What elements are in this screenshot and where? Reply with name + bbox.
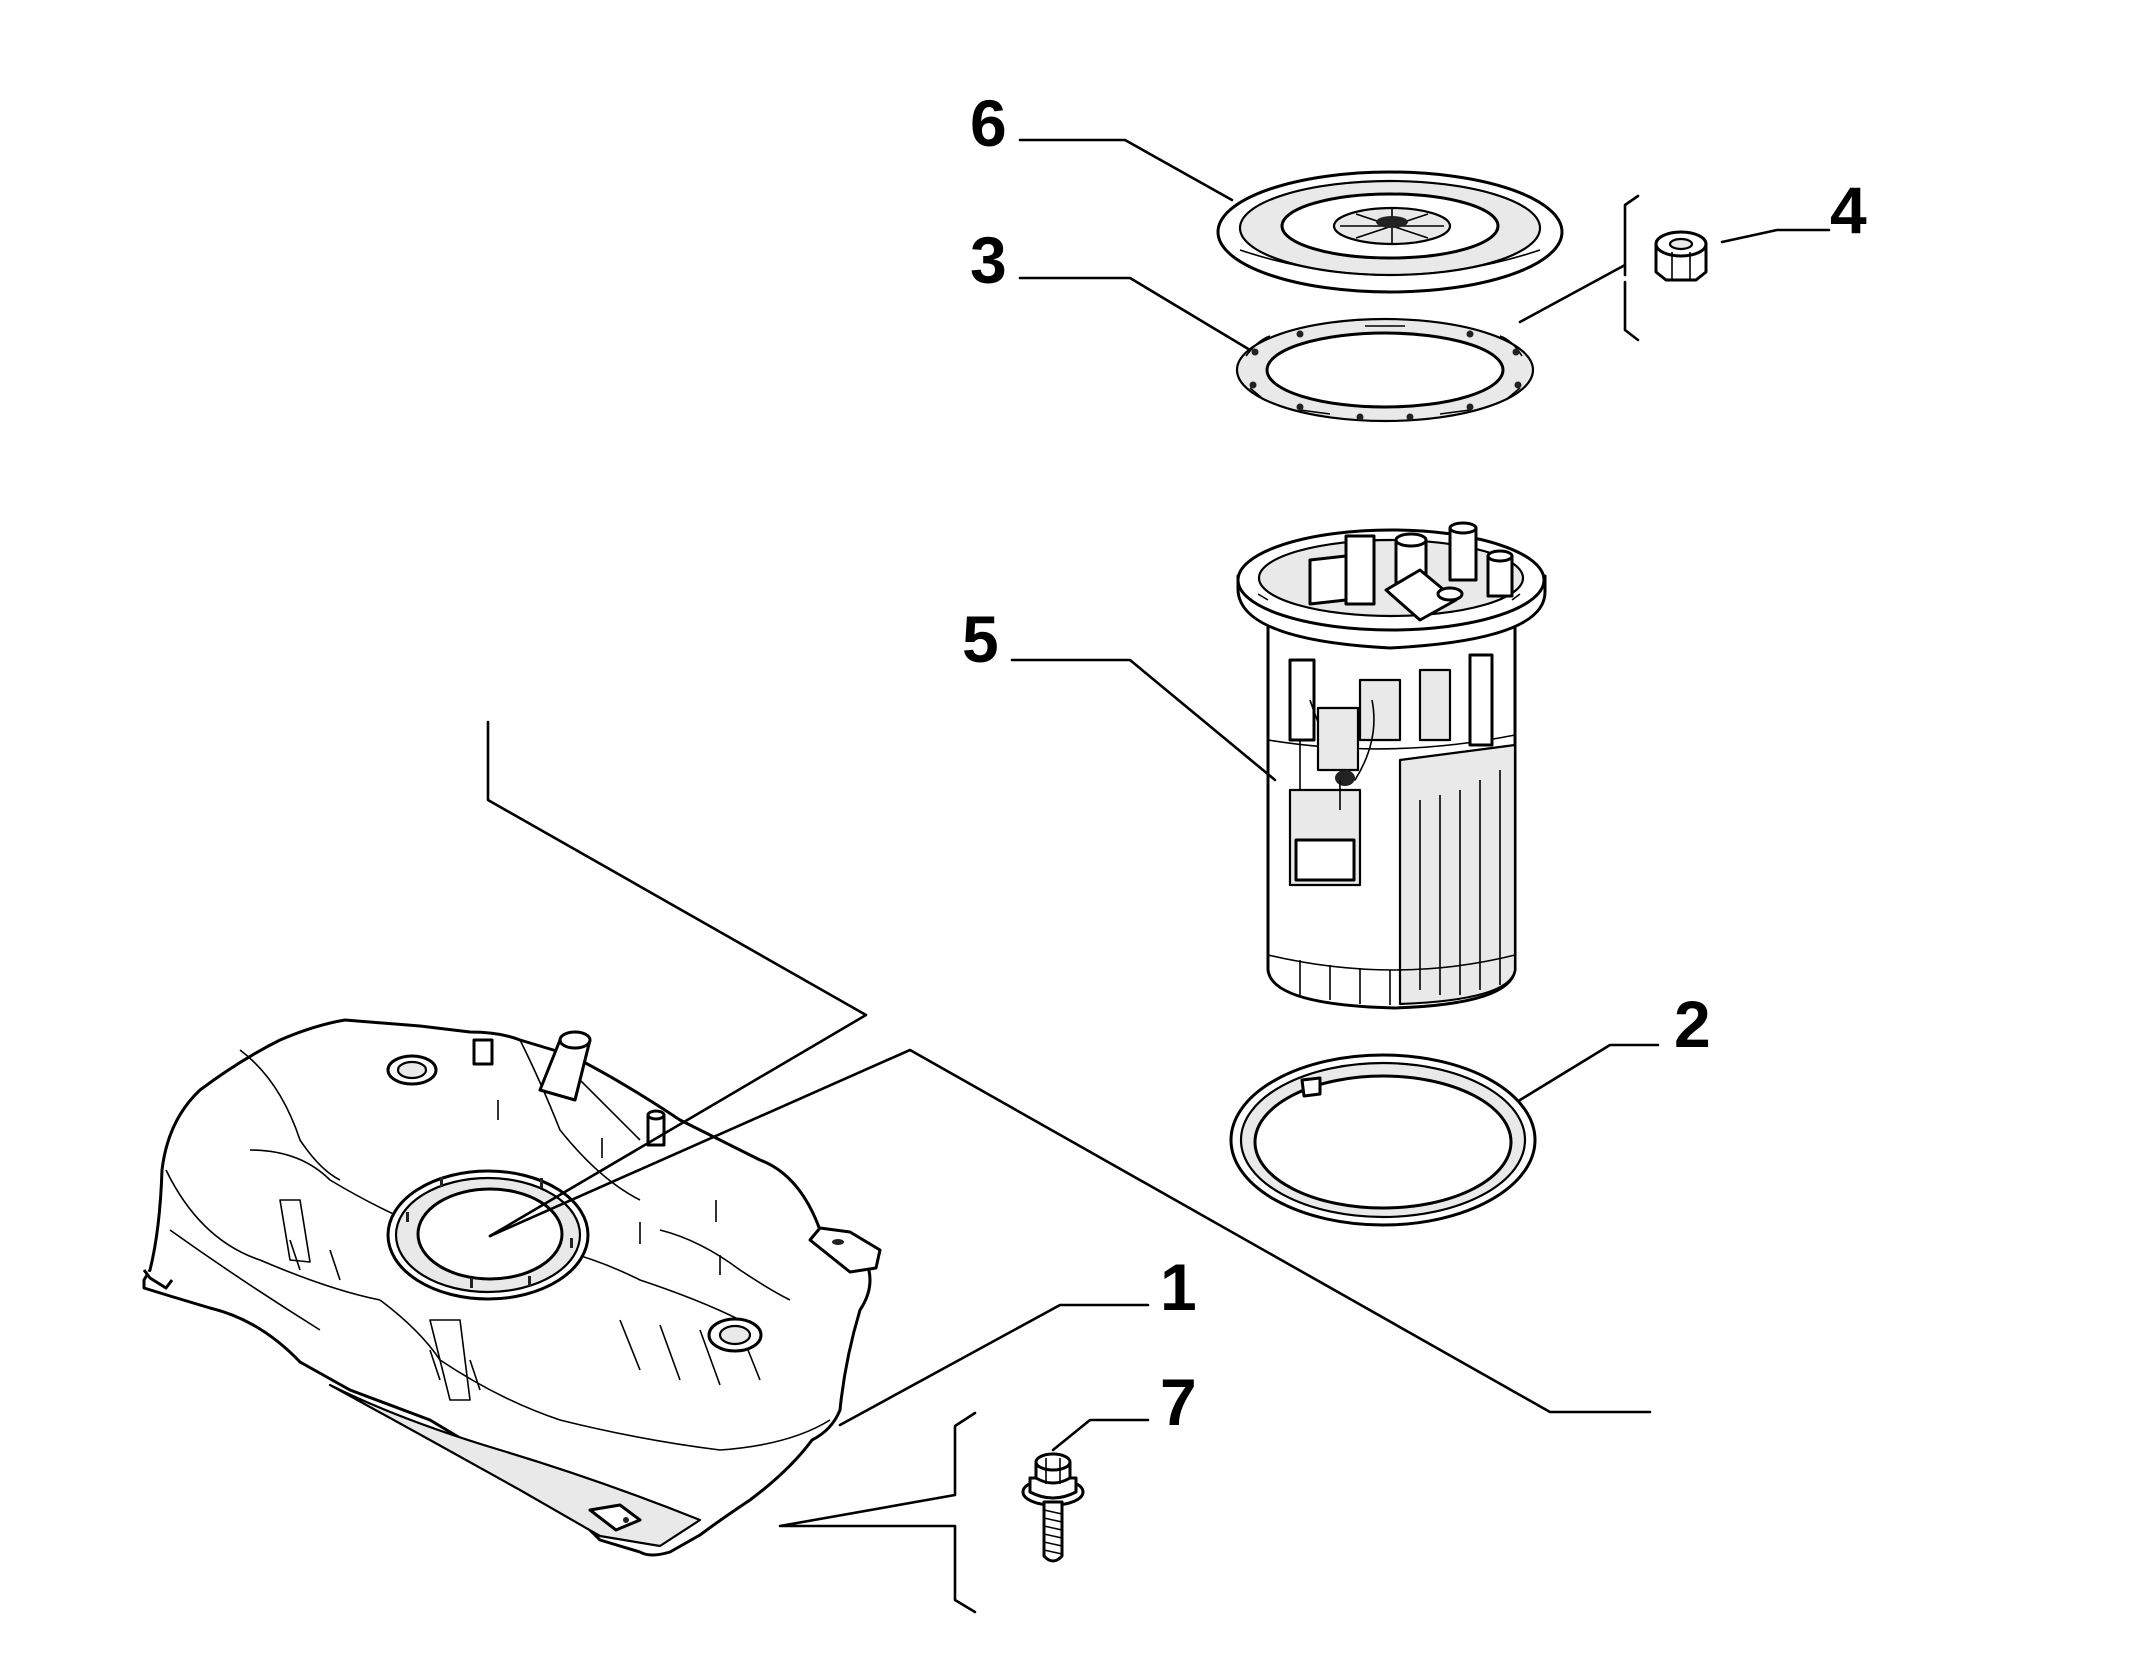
callout-4: 4	[1830, 173, 1867, 247]
part-2-ring-seal	[1229, 1053, 1537, 1227]
callout-6: 6	[970, 86, 1007, 160]
part-5-fuel-pump-module	[1236, 521, 1547, 1010]
leader-lines	[486, 138, 1831, 1614]
callout-7: 7	[1160, 1365, 1197, 1439]
callout-3: 3	[970, 223, 1007, 297]
callout-1: 1	[1160, 1250, 1197, 1324]
part-1-fuel-tank	[142, 1018, 882, 1557]
part-4-nut	[1654, 230, 1708, 282]
part-7-bolt	[1021, 1452, 1085, 1563]
callout-5: 5	[962, 602, 999, 676]
part-6-cover-plate	[1216, 170, 1564, 294]
part-3-gasket-ring	[1235, 317, 1535, 423]
callout-labels: 6 3 4 5 2 1 7	[962, 86, 1867, 1439]
callout-2: 2	[1674, 987, 1711, 1061]
